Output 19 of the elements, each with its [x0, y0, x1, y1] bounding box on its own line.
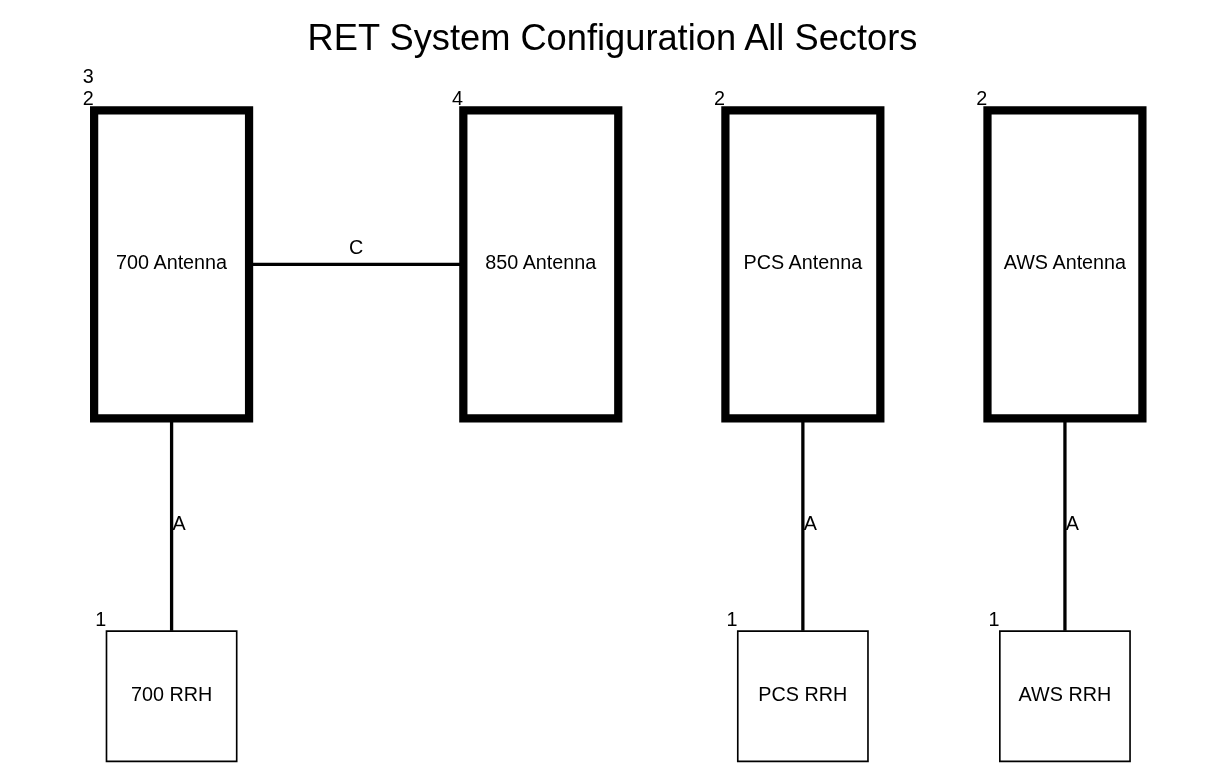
- edge-label: A: [803, 511, 817, 534]
- node-label: 1: [988, 607, 1000, 630]
- node-label: 2: [82, 86, 94, 109]
- node-box: 700 RRH: [105, 630, 238, 763]
- node-label: 2: [976, 86, 988, 109]
- node-box: 700 Antenna: [90, 106, 254, 423]
- node-box: AWS RRH: [999, 630, 1131, 763]
- node-label: 1: [726, 607, 738, 630]
- node-label: 3: [82, 65, 94, 88]
- node-box: AWS Antenna: [983, 106, 1147, 423]
- node-box: 850 Antenna: [459, 106, 623, 423]
- node-box: PCS Antenna: [721, 106, 885, 423]
- node-label: 2: [714, 86, 726, 109]
- diagram-title: RET System Configuration All Sectors: [307, 17, 918, 59]
- node-label: 1: [95, 607, 107, 630]
- node-label: 4: [452, 86, 464, 109]
- edge-label: A: [172, 511, 186, 534]
- edge-label: C: [349, 235, 364, 258]
- node-box: PCS RRH: [736, 630, 869, 763]
